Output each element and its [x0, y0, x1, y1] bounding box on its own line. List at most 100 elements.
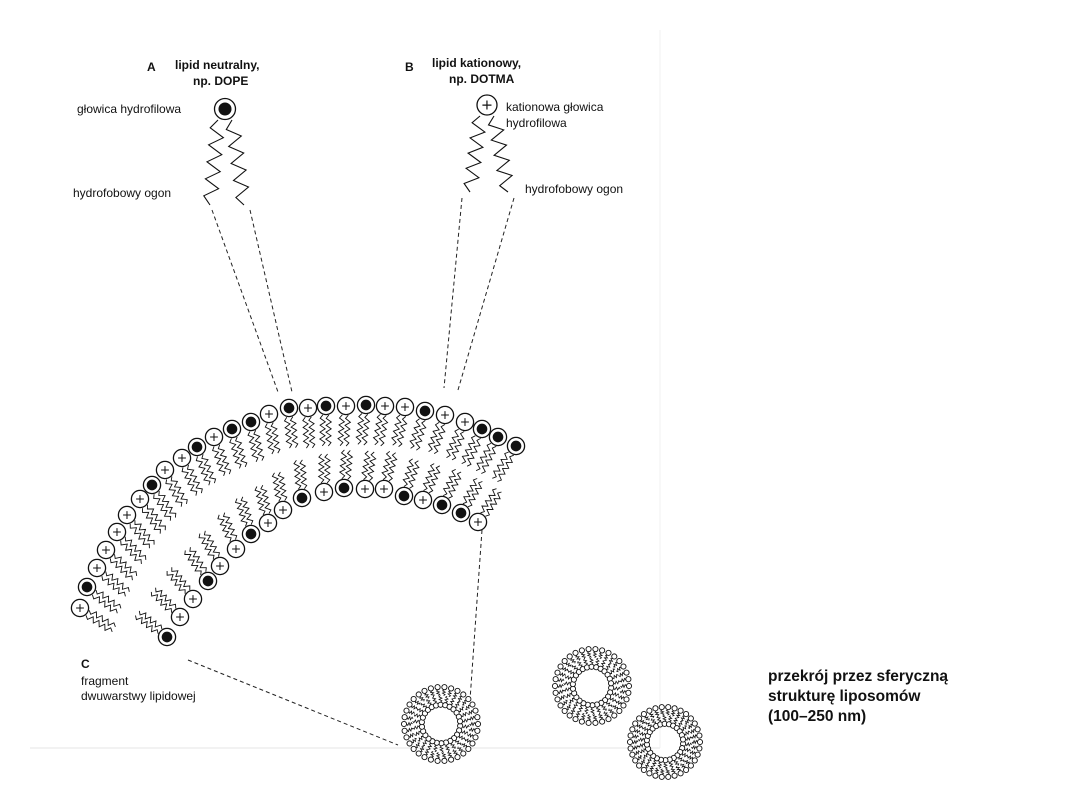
liposome-cross-sections	[400, 646, 704, 780]
head-outline	[130, 489, 150, 509]
head-outline	[96, 540, 116, 560]
plus-sign: +	[135, 491, 145, 506]
inner-leaflet-tail	[271, 472, 282, 502]
neutral-head-group	[472, 419, 492, 439]
outer-leaflet-tail	[396, 416, 408, 447]
inner-leaflet-tail	[408, 460, 420, 489]
panel-a-title-line1: lipid neutralny,	[175, 58, 260, 72]
head-outline	[314, 482, 334, 502]
outer-leaflet-tail	[88, 610, 116, 628]
liposome-tail	[467, 732, 474, 738]
liposome-tail	[684, 747, 691, 753]
neutral-head-group	[356, 395, 376, 415]
inner-leaflet-tail	[135, 615, 159, 634]
liposome-caption-line1: przekrój przez sferyczną	[768, 668, 949, 685]
neutral-head-group	[77, 577, 97, 597]
plus-sign: +	[263, 515, 273, 530]
liposome-head	[626, 738, 634, 746]
outer-leaflet-tail	[492, 451, 509, 479]
liposome-tail	[580, 652, 586, 659]
cationic-head-group: +	[96, 540, 116, 560]
liposome-head	[585, 719, 592, 726]
liposome-head	[403, 707, 410, 714]
panel-a-letter: A	[147, 60, 156, 74]
outer-leaflet-tail	[264, 423, 275, 455]
liposome-head	[620, 663, 627, 670]
liposome-tail	[461, 743, 467, 748]
liposome-tail	[429, 751, 435, 758]
head-filled-dot	[320, 400, 332, 412]
liposome-tail	[462, 724, 470, 729]
liposome-tail	[612, 692, 620, 697]
inner-leaflet-tail	[387, 452, 398, 482]
liposome-tail	[559, 694, 566, 700]
inner-leaflet-tail	[203, 530, 220, 557]
liposome-tail	[449, 698, 455, 705]
liposome-head	[696, 738, 704, 746]
cationic-head-group: +	[259, 404, 279, 424]
liposome-tail	[684, 719, 690, 725]
liposome-head	[557, 702, 564, 709]
liposome-tail	[419, 696, 425, 702]
liposome-top	[551, 646, 633, 726]
cationic-head-group: +	[183, 589, 203, 609]
liposome-tail	[589, 657, 594, 665]
liposome-tail	[565, 692, 572, 699]
inner-leaflet-tail	[138, 610, 163, 630]
liposome-tail	[568, 697, 575, 704]
liposome-tail	[563, 687, 571, 692]
liposome-head	[448, 685, 455, 692]
head-outline	[70, 598, 90, 618]
liposome-tail	[685, 736, 692, 742]
liposome-tail	[578, 705, 584, 712]
liposome-tail	[422, 740, 427, 747]
liposome-tail	[468, 715, 476, 721]
outer-leaflet-tail	[165, 479, 183, 507]
liposome-tail	[643, 753, 649, 759]
liposome-tail	[441, 752, 447, 759]
outer-leaflet-tail	[253, 430, 265, 461]
outer-leaflet-tail	[120, 540, 142, 564]
cationic-head-group: +	[413, 490, 433, 510]
liposome-tail	[427, 743, 433, 750]
plus-sign: +	[473, 514, 483, 529]
tail-right	[225, 119, 250, 206]
liposome-tail	[612, 673, 619, 680]
plus-sign: +	[175, 609, 185, 624]
liposome-tail	[461, 730, 469, 735]
cationic-lipid-molecule: +	[463, 94, 514, 193]
outer-leaflet-tail	[129, 523, 150, 549]
liposome-head	[677, 770, 684, 777]
liposome-tail	[416, 707, 424, 713]
plus-sign: +	[278, 502, 288, 517]
liposome-tail	[609, 668, 616, 675]
liposome-tail	[429, 690, 435, 697]
outer-leaflet-tail	[451, 431, 465, 461]
liposome-tail	[687, 723, 693, 730]
liposome-caption-line3: (100–250 nm)	[768, 708, 867, 725]
liposome-head	[406, 701, 413, 708]
liposome-head	[625, 682, 633, 690]
outer-leaflet-tail	[361, 413, 371, 446]
liposome-head	[456, 718, 464, 725]
liposome-head	[401, 727, 408, 734]
head-filled-dot	[419, 405, 431, 417]
cationic-head-group: +	[258, 513, 278, 533]
outer-leaflet-tail	[212, 446, 226, 477]
cationic-head-group: +	[226, 539, 246, 559]
panel-b-head-label-line2: hydrofilowa	[506, 116, 567, 130]
liposome-tail	[557, 677, 565, 683]
liposome-head	[696, 732, 703, 739]
liposome-head	[646, 707, 653, 714]
inner-leaflet-tail	[323, 453, 331, 484]
liposome-head	[421, 754, 428, 761]
inner-leaflet-tail	[150, 591, 173, 613]
plus-sign: +	[122, 507, 132, 522]
outer-leaflet-tail	[461, 435, 476, 465]
liposome-head	[696, 745, 703, 752]
liposome-tail	[654, 710, 660, 717]
liposome-tail	[408, 732, 415, 738]
liposome-head	[629, 751, 636, 758]
liposome-tail	[613, 680, 621, 685]
